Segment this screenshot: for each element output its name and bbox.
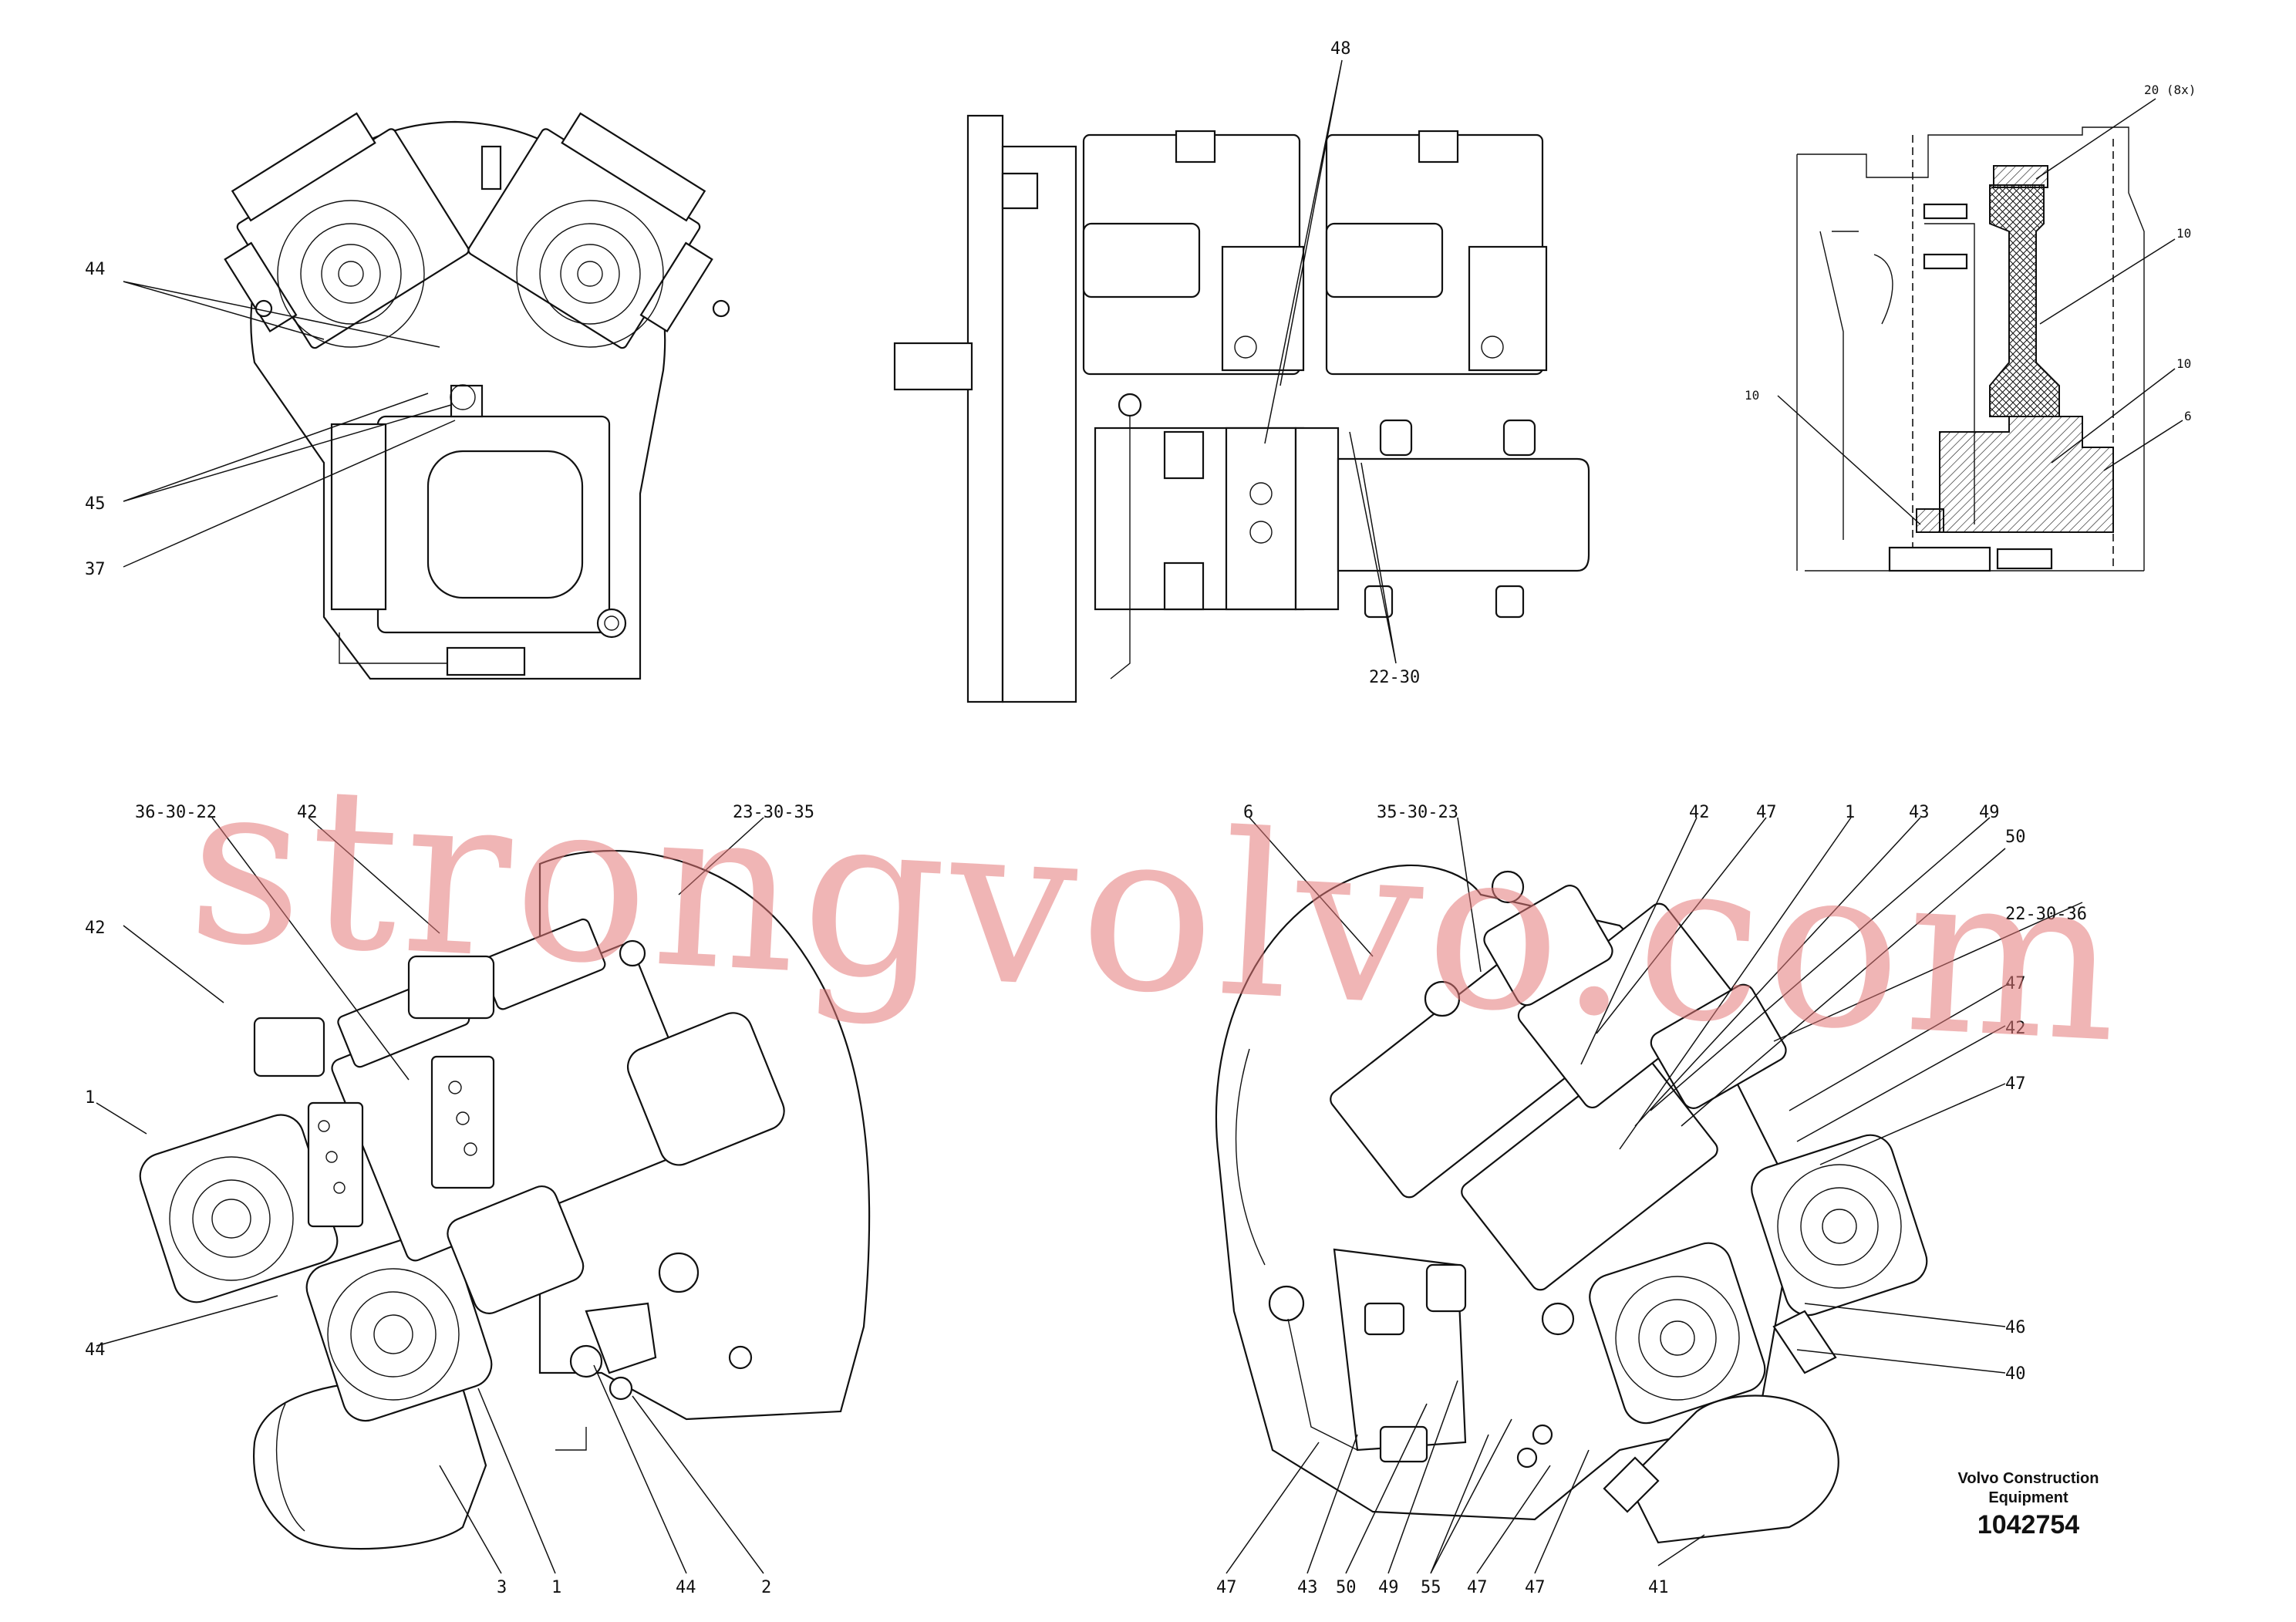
callout-label: 6 — [2184, 409, 2192, 423]
callout-label: 48 — [1330, 39, 1351, 59]
company-name: Volvo Construction Equipment — [1913, 1469, 2144, 1508]
callout-label: 47 — [1756, 803, 1777, 822]
callout-label: 1 — [1845, 803, 1855, 822]
callout-label: 43 — [1297, 1578, 1318, 1597]
callout-label: 50 — [2005, 828, 2026, 847]
callout-label: 10 — [2176, 226, 2191, 241]
callout-label: 10 — [1745, 388, 1759, 403]
iso-view-left — [96, 817, 871, 1574]
callout-label: 47 — [1467, 1578, 1488, 1597]
callout-label: 22-30 — [1369, 668, 1420, 687]
callout-label: 42 — [297, 803, 318, 822]
callout-label: 3 — [497, 1578, 507, 1597]
callout-label: 46 — [2005, 1318, 2026, 1337]
part-number: 1042754 — [1977, 1510, 2080, 1539]
callout-label: 44 — [85, 1340, 106, 1360]
callout-label: 2 — [761, 1578, 771, 1597]
callout-label: 22-30-36 — [2005, 905, 2087, 924]
callout-label: 44 — [676, 1578, 696, 1597]
callout-label: 23-30-35 — [733, 803, 814, 822]
callout-label: 41 — [1648, 1578, 1669, 1597]
callout-label: 42 — [1689, 803, 1710, 822]
front-view — [123, 112, 730, 680]
callout-label: 35-30-23 — [1377, 803, 1458, 822]
company-line-1: Volvo Construction — [1957, 1470, 2099, 1487]
callout-label: 45 — [85, 494, 106, 514]
company-line-2: Equipment — [1988, 1489, 2068, 1506]
callout-label: 42 — [2005, 1019, 2026, 1038]
callout-label: 47 — [2005, 974, 2026, 993]
iso-view-right — [1215, 817, 2083, 1574]
callout-label: 42 — [85, 919, 106, 938]
callout-label: 47 — [1525, 1578, 1546, 1597]
callout-label: 50 — [1336, 1578, 1357, 1597]
callout-label: 1 — [551, 1578, 561, 1597]
callout-label: 40 — [2005, 1364, 2026, 1384]
callout-label: 49 — [1979, 803, 2000, 822]
section-view — [1777, 98, 2183, 572]
callout-label: 36-30-22 — [135, 803, 217, 822]
callout-label: 44 — [85, 260, 106, 279]
callout-label: 43 — [1909, 803, 1930, 822]
callout-label: 55 — [1421, 1578, 1441, 1597]
callout-label: 49 — [1378, 1578, 1399, 1597]
callout-label: 1 — [85, 1088, 95, 1108]
callout-label: 37 — [85, 560, 106, 579]
callout-label: 20 (8x) — [2144, 83, 2196, 97]
side-view — [893, 59, 1590, 703]
callout-label: 6 — [1243, 803, 1253, 822]
callout-label: 10 — [2176, 356, 2191, 371]
callout-label: 47 — [2005, 1074, 2026, 1094]
callout-label: 47 — [1216, 1578, 1237, 1597]
